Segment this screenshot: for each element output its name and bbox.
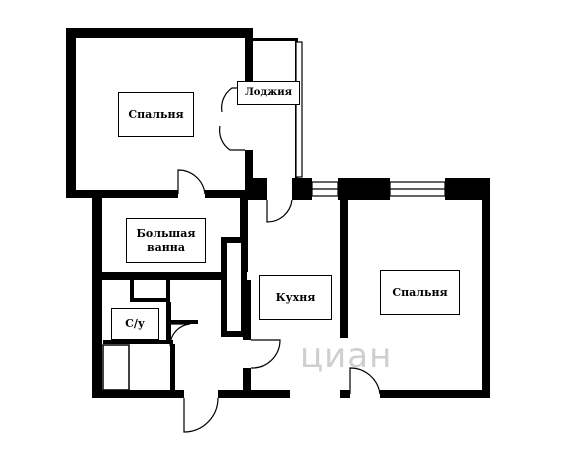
room-name-bedroom-2: Спальня — [392, 285, 448, 299]
room-label-bedroom-1: Спальня — [118, 92, 194, 137]
room-name-bedroom-1: Спальня — [128, 107, 184, 121]
windows — [295, 41, 446, 197]
room-name-big-bath-line1: Большая — [136, 226, 196, 240]
watermark: циан — [300, 336, 393, 376]
room-label-big-bath: Большая ванна — [126, 218, 206, 263]
walls — [66, 28, 490, 398]
room-name-big-bath-line2: ванна — [146, 240, 185, 254]
room-name-wc: С/у — [125, 317, 145, 331]
room-label-loggia: Лоджия — [237, 81, 300, 105]
room-name-loggia: Лоджия — [244, 86, 293, 98]
room-label-kitchen: Кухня — [259, 275, 332, 320]
room-label-bedroom-2: Спальня — [380, 270, 460, 315]
doors — [169, 87, 381, 433]
room-name-kitchen: Кухня — [275, 290, 316, 304]
room-label-wc: С/у — [111, 308, 159, 340]
